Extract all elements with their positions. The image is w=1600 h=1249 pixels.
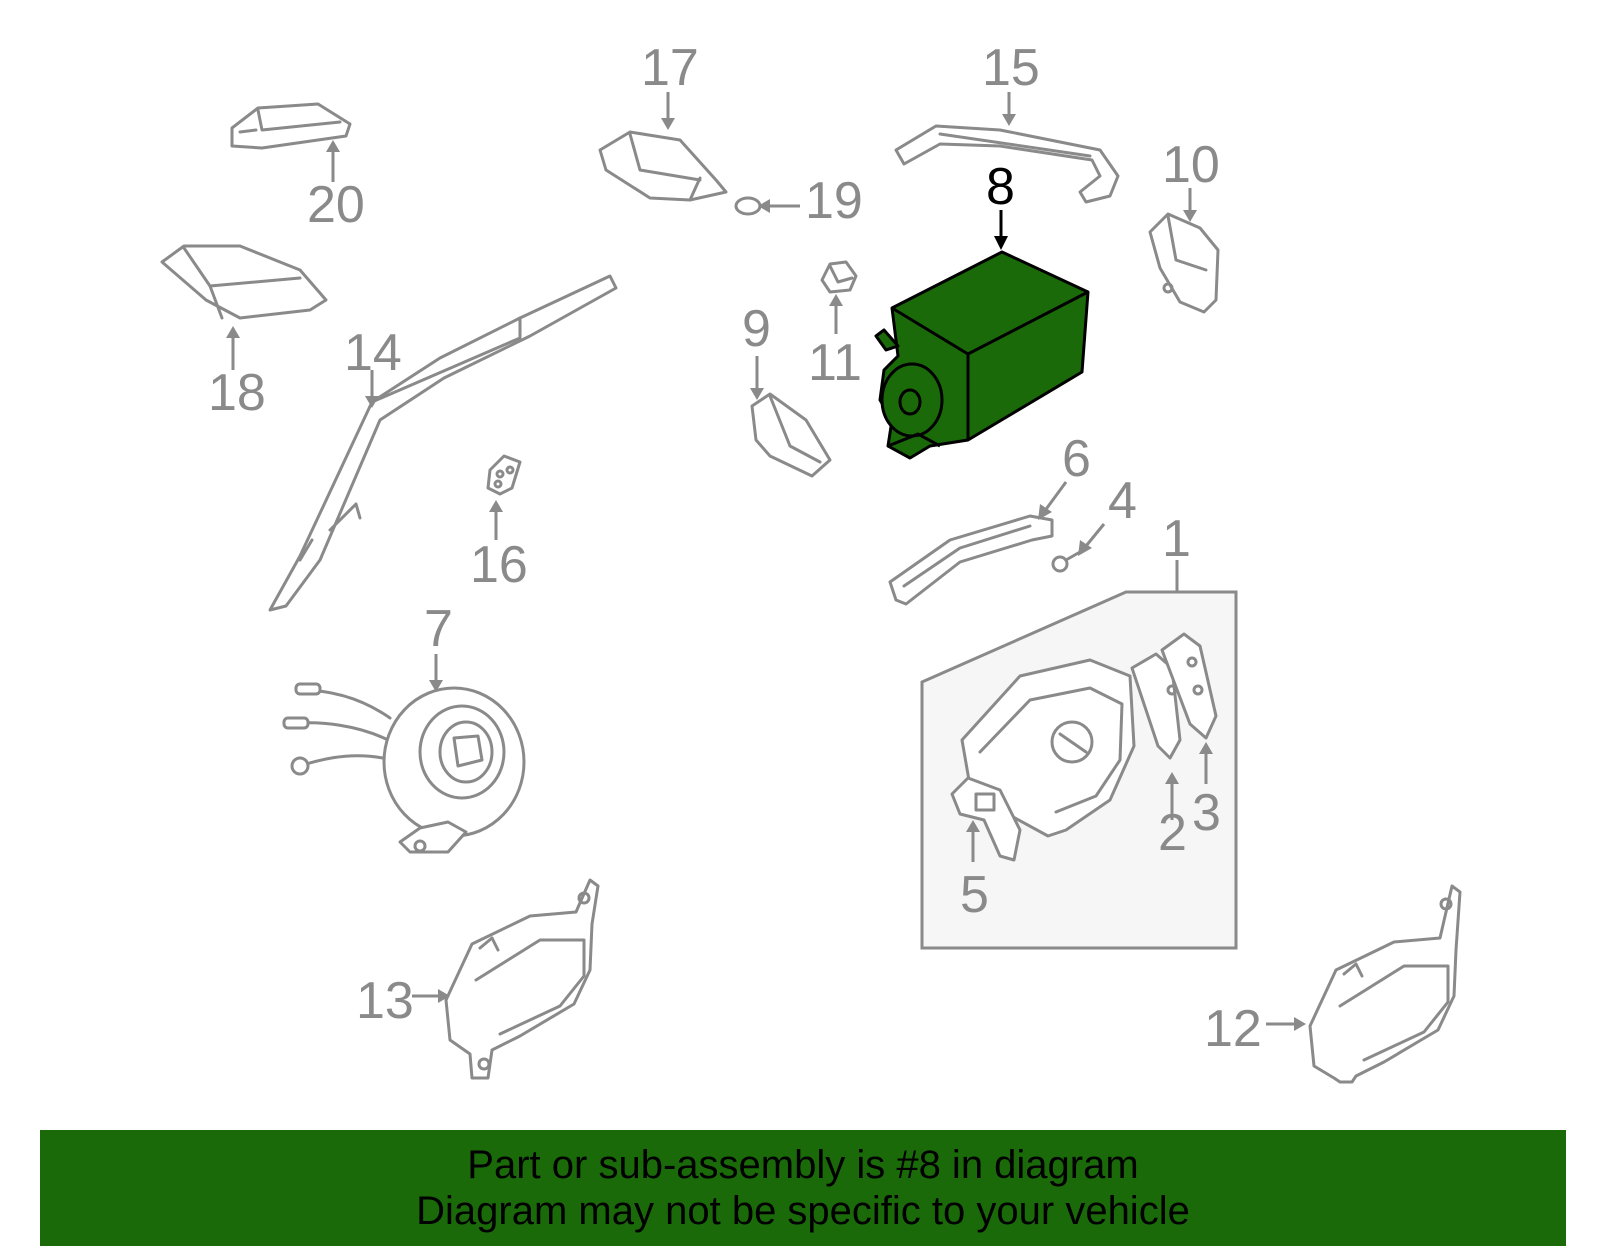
callout-15: 15 xyxy=(982,39,1040,97)
part-14-curtain-airbag xyxy=(268,274,618,612)
callout-9: 9 xyxy=(742,300,771,358)
part-6-trim-cover xyxy=(888,514,1054,606)
callout-19: 19 xyxy=(805,172,863,230)
info-banner: Part or sub-assembly is #8 in diagram Di… xyxy=(40,1130,1566,1246)
callout-14: 14 xyxy=(344,324,402,382)
part-11-clip xyxy=(820,260,858,294)
callout-16: 16 xyxy=(470,536,528,594)
part-9-bracket xyxy=(750,392,832,478)
callout-10: 10 xyxy=(1162,136,1220,194)
callout-8: 8 xyxy=(986,158,1015,216)
callout-1: 1 xyxy=(1162,510,1191,568)
part-19-nut xyxy=(734,196,762,216)
callout-20: 20 xyxy=(307,176,365,234)
part-8-airbag-module xyxy=(874,250,1090,460)
part-7-clock-spring xyxy=(282,682,526,854)
callout-11: 11 xyxy=(808,334,862,392)
part-17-control-module xyxy=(598,130,728,202)
banner-line-1: Part or sub-assembly is #8 in diagram xyxy=(467,1143,1139,1187)
callout-2: 2 xyxy=(1158,804,1187,862)
callout-12: 12 xyxy=(1204,1000,1262,1058)
part-18-sensor xyxy=(160,244,328,320)
parts-diagram: 20 18 17 19 15 10 xyxy=(160,39,1462,1084)
part-10-bracket xyxy=(1148,212,1220,314)
callout-18: 18 xyxy=(208,364,266,422)
part-4-screw xyxy=(1051,550,1082,573)
callout-7: 7 xyxy=(424,600,453,658)
part-15-wire-harness xyxy=(894,124,1120,204)
callout-4: 4 xyxy=(1108,472,1137,530)
callout-3: 3 xyxy=(1192,784,1221,842)
part-16-switch xyxy=(486,454,522,496)
callout-13: 13 xyxy=(356,972,414,1030)
part-1-steering-wheel-airbag-group xyxy=(920,560,1238,950)
callout-17: 17 xyxy=(641,39,699,97)
part-13-airbag xyxy=(444,878,600,1080)
callout-5: 5 xyxy=(960,866,989,924)
banner-line-2: Diagram may not be specific to your vehi… xyxy=(416,1189,1190,1233)
part-20-sensor xyxy=(230,102,352,150)
callout-6: 6 xyxy=(1062,430,1091,488)
part-12-airbag xyxy=(1308,884,1462,1084)
